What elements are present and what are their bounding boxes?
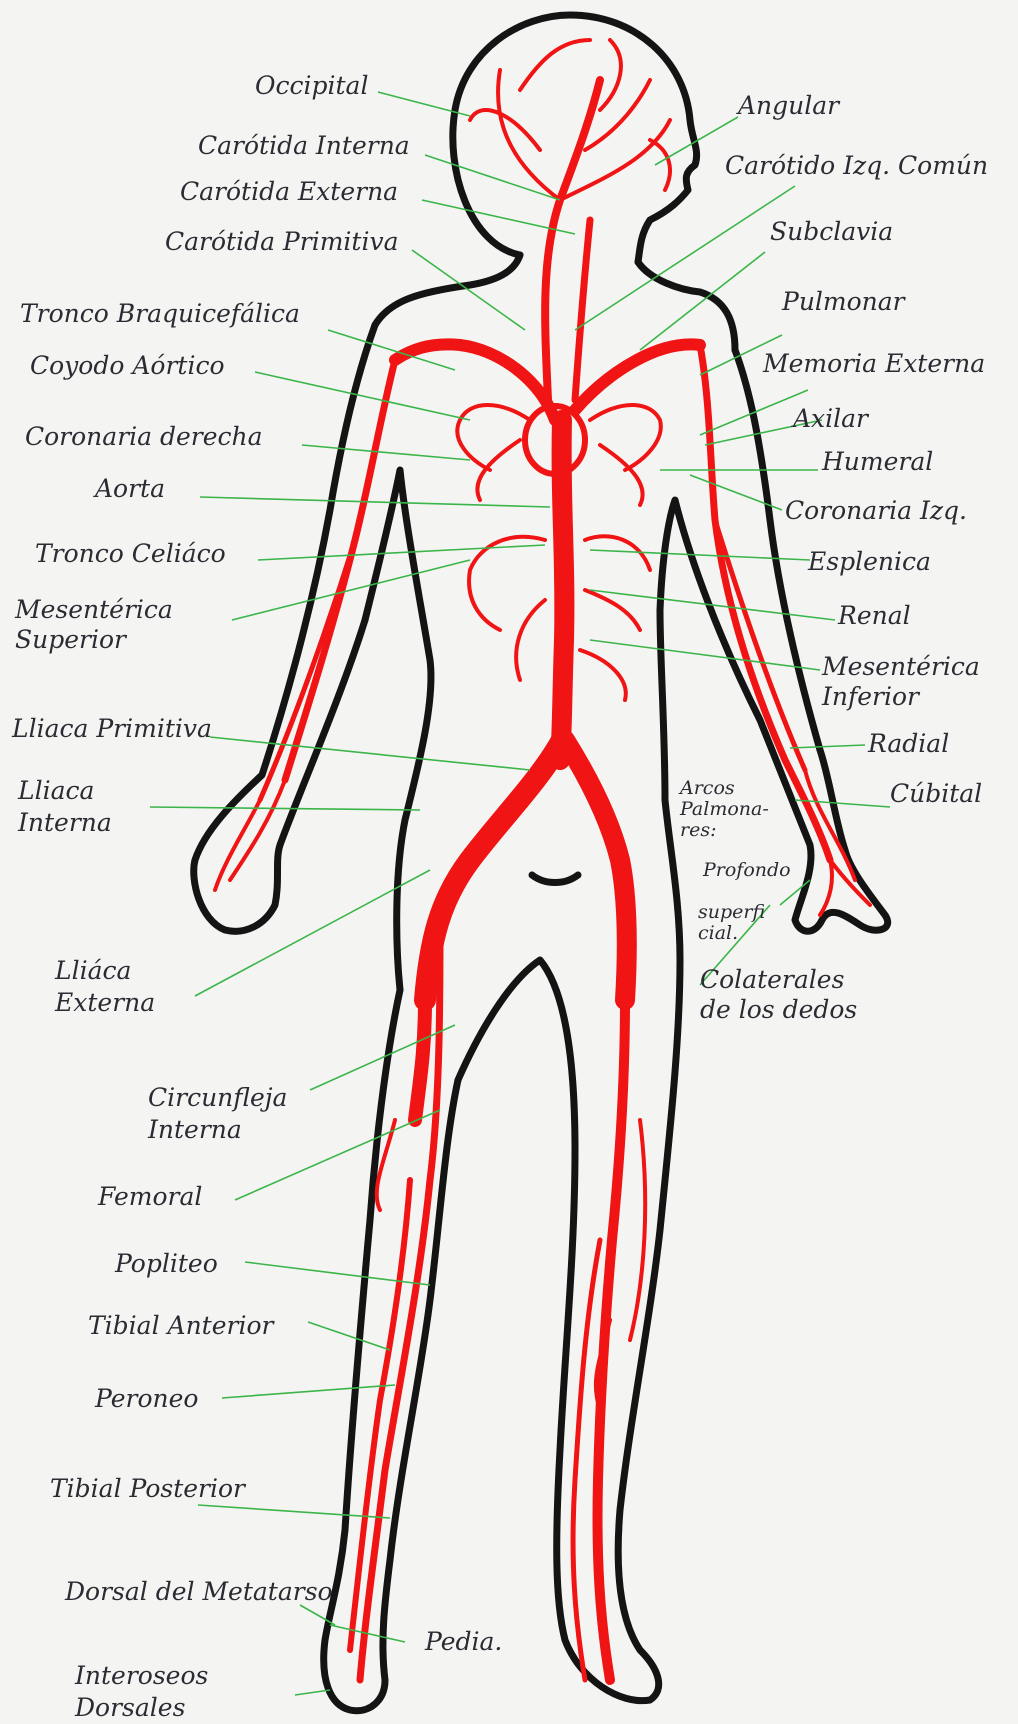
label-humeral: Humeral: [822, 448, 933, 476]
label-subclavia: Subclavia: [770, 218, 893, 246]
label-pulmonar: Pulmonar: [782, 288, 905, 316]
label-coronaria-izq: Coronaria Izq.: [785, 497, 967, 525]
label-aorta: Aorta: [95, 475, 165, 503]
label-carotida-interna: Carótida Interna: [198, 132, 410, 160]
label-mesenterica-inferior: Mesentérica Inferior: [822, 652, 980, 712]
label-tronco-celiaco: Tronco Celiáco: [35, 540, 226, 568]
label-iliaca-interna: Lliaca Interna: [18, 775, 112, 839]
label-iliaca-primitiva: Lliaca Primitiva: [12, 715, 212, 743]
label-cubital: Cúbital: [890, 780, 982, 808]
label-cayado-aortico: Coyodo Aórtico: [30, 352, 225, 380]
label-mesenterica-superior: Mesentérica Superior: [15, 595, 173, 655]
label-tibial-anterior: Tibial Anterior: [88, 1312, 273, 1340]
label-carotida-primitiva: Carótida Primitiva: [165, 228, 398, 256]
label-profundo: Profondo: [703, 860, 791, 881]
label-iliaca-externa: Lliáca Externa: [55, 955, 155, 1019]
label-radial: Radial: [868, 730, 949, 758]
label-pedia: Pedia.: [425, 1628, 502, 1656]
leader-lines: [150, 92, 890, 1695]
label-mamaria-externa: Memoria Externa: [763, 350, 985, 378]
label-femoral: Femoral: [98, 1183, 202, 1211]
label-occipital: Occipital: [255, 72, 368, 100]
label-carotida-externa: Carótida Externa: [180, 178, 398, 206]
label-arcos-palmares: Arcos Palmona- res:: [680, 778, 769, 841]
label-tibial-posterior: Tibial Posterior: [50, 1475, 245, 1503]
label-peroneo: Peroneo: [95, 1385, 198, 1413]
label-renal: Renal: [838, 602, 911, 630]
label-colaterales: Colaterales de los dedos: [700, 965, 857, 1025]
label-angular: Angular: [738, 92, 839, 120]
label-superficial: superfi cial.: [698, 902, 765, 944]
label-axilar: Axilar: [793, 405, 868, 433]
label-tronco-braquicefalica: Tronco Braquicefálica: [20, 300, 300, 328]
label-dorsal-metatarso: Dorsal del Metatarso: [65, 1578, 333, 1606]
label-circunfleja-interna: Circunfleja Interna: [148, 1082, 287, 1146]
label-carotido-izq-comun: Carótido Izq. Común: [725, 152, 988, 180]
label-interoseos-dorsales: Interoseos Dorsales: [75, 1660, 208, 1724]
label-esplenica: Esplenica: [808, 548, 931, 576]
label-coronaria-derecha: Coronaria derecha: [25, 423, 263, 451]
label-popliteo: Popliteo: [115, 1250, 218, 1278]
